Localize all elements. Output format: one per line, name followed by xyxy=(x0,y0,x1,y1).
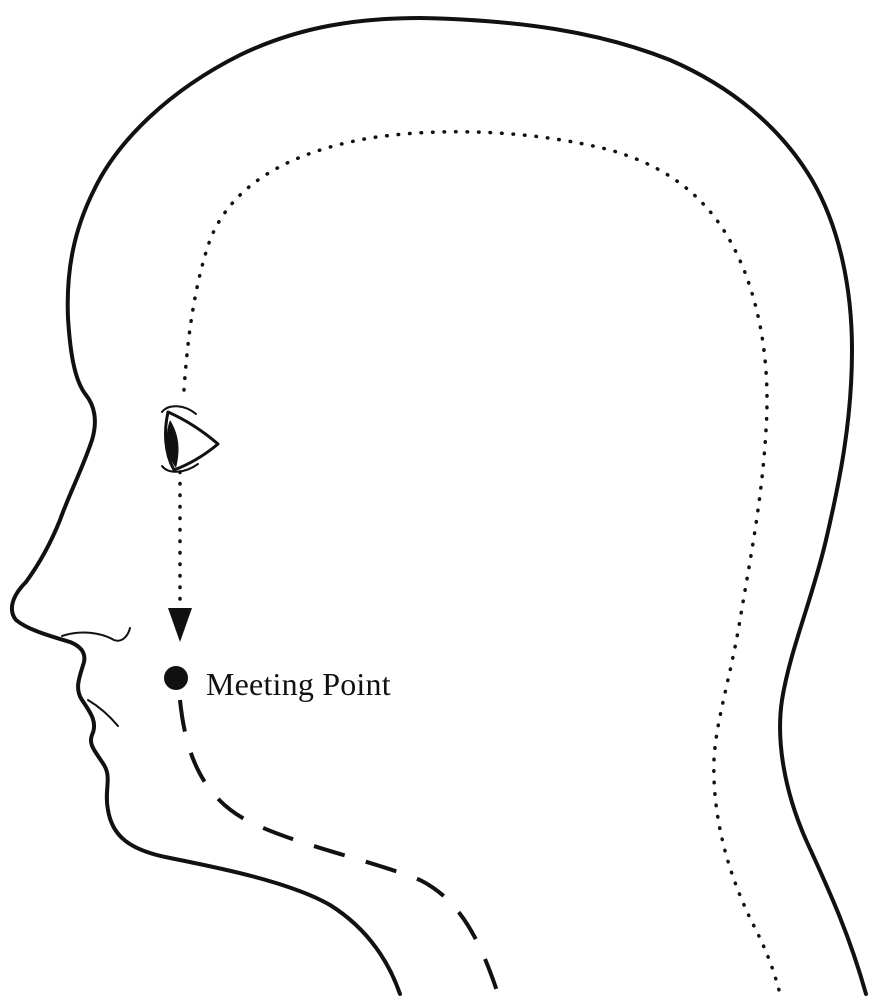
dashed-throat-line xyxy=(180,700,498,994)
eye-icon xyxy=(162,406,218,472)
nostril-line xyxy=(62,628,130,641)
meeting-point-dot xyxy=(164,666,188,690)
head-outline xyxy=(12,18,866,994)
dotted-pathway xyxy=(184,132,780,994)
arrowhead-icon xyxy=(168,608,192,642)
meeting-point-label: Meeting Point xyxy=(206,666,391,703)
